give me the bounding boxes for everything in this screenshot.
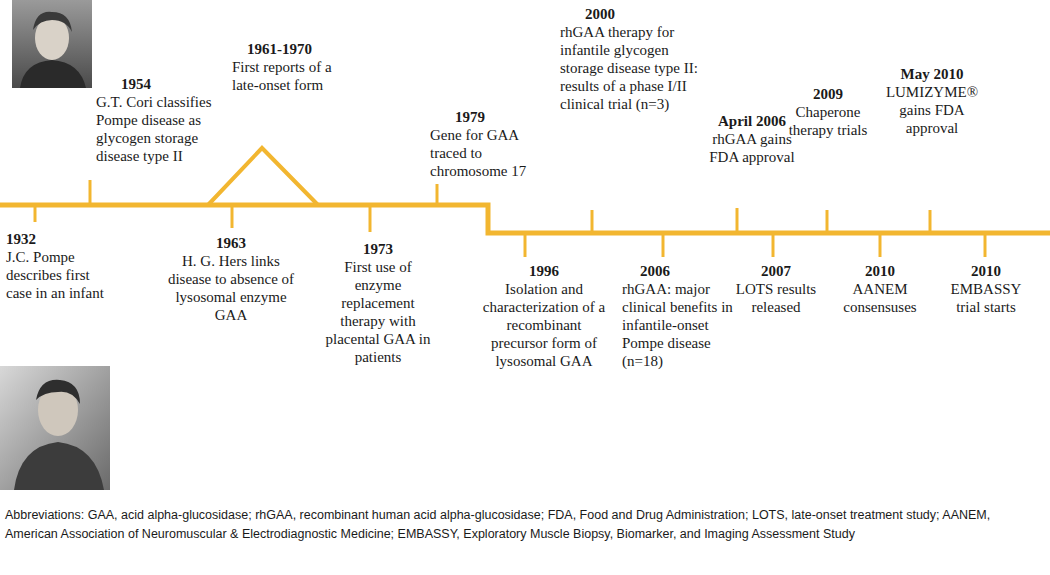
timeline-event: 1996Isolation and characterization of a … [480, 262, 608, 370]
event-description: rhGAA: major clinical benefits in infant… [622, 280, 750, 370]
timeline-event: 1963H. G. Hers links disease to absence … [165, 234, 297, 324]
abbreviations-note: Abbreviations: GAA, acid alpha-glucosida… [5, 506, 1043, 544]
event-year: 1996 [480, 262, 608, 280]
event-year: 2010 [834, 262, 926, 280]
event-description: Chaperone therapy trials [778, 103, 878, 139]
event-year: May 2010 [880, 65, 984, 83]
event-year: 2010 [940, 262, 1032, 280]
event-description: rhGAA therapy for infantile glycogen sto… [560, 23, 708, 113]
event-description: Gene for GAA traced to chromosome 17 [430, 126, 542, 180]
event-year: 1973 [322, 240, 434, 258]
event-description: J.C. Pompe describes first case in an in… [6, 248, 118, 302]
event-year: 1963 [165, 234, 297, 252]
event-description: LUMIZYME® gains FDA approval [880, 83, 984, 137]
timeline-event: 1961-1970First reports of a late-onset f… [232, 40, 357, 94]
event-year: 1979 [430, 108, 542, 126]
event-year: 1961-1970 [232, 40, 357, 58]
timeline-event: 1979Gene for GAA traced to chromosome 17 [430, 108, 542, 180]
event-year: 2000 [560, 5, 708, 23]
timeline-event: 2007LOTS results released [728, 262, 824, 316]
portrait-photo [12, 0, 92, 88]
timeline-event: May 2010LUMIZYME® gains FDA approval [880, 65, 984, 137]
event-description: G.T. Cori classifies Pompe disease as gl… [96, 93, 221, 165]
event-description: Isolation and characterization of a reco… [480, 280, 608, 370]
event-description: LOTS results released [728, 280, 824, 316]
event-description: First reports of a late-onset form [232, 58, 357, 94]
timeline-event: 2010EMBASSY trial starts [940, 262, 1032, 316]
event-description: EMBASSY trial starts [940, 280, 1032, 316]
timeline-event: April 2006rhGAA gains FDA approval [700, 112, 804, 166]
timeline-event: 2009Chaperone therapy trials [778, 85, 878, 139]
event-description: First use of enzyme replacement therapy … [322, 258, 434, 366]
event-description: H. G. Hers links disease to absence of l… [165, 252, 297, 324]
timeline-event: 1932J.C. Pompe describes first case in a… [6, 230, 118, 302]
event-year: April 2006 [700, 112, 804, 130]
portrait-photo [0, 366, 110, 490]
timeline-event: 1954G.T. Cori classifies Pompe disease a… [96, 75, 221, 165]
timeline-event: 2006rhGAA: major clinical benefits in in… [622, 262, 750, 370]
event-description: rhGAA gains FDA approval [700, 130, 804, 166]
event-year: 2009 [778, 85, 878, 103]
event-year: 1932 [6, 230, 118, 248]
event-year: 1954 [96, 75, 221, 93]
timeline-event: 2010AANEM consensuses [834, 262, 926, 316]
event-description: AANEM consensuses [834, 280, 926, 316]
event-year: 2007 [728, 262, 824, 280]
event-year: 2006 [622, 262, 750, 280]
timeline-event: 1973First use of enzyme replacement ther… [322, 240, 434, 366]
timeline-event: 2000rhGAA therapy for infantile glycogen… [560, 5, 708, 113]
